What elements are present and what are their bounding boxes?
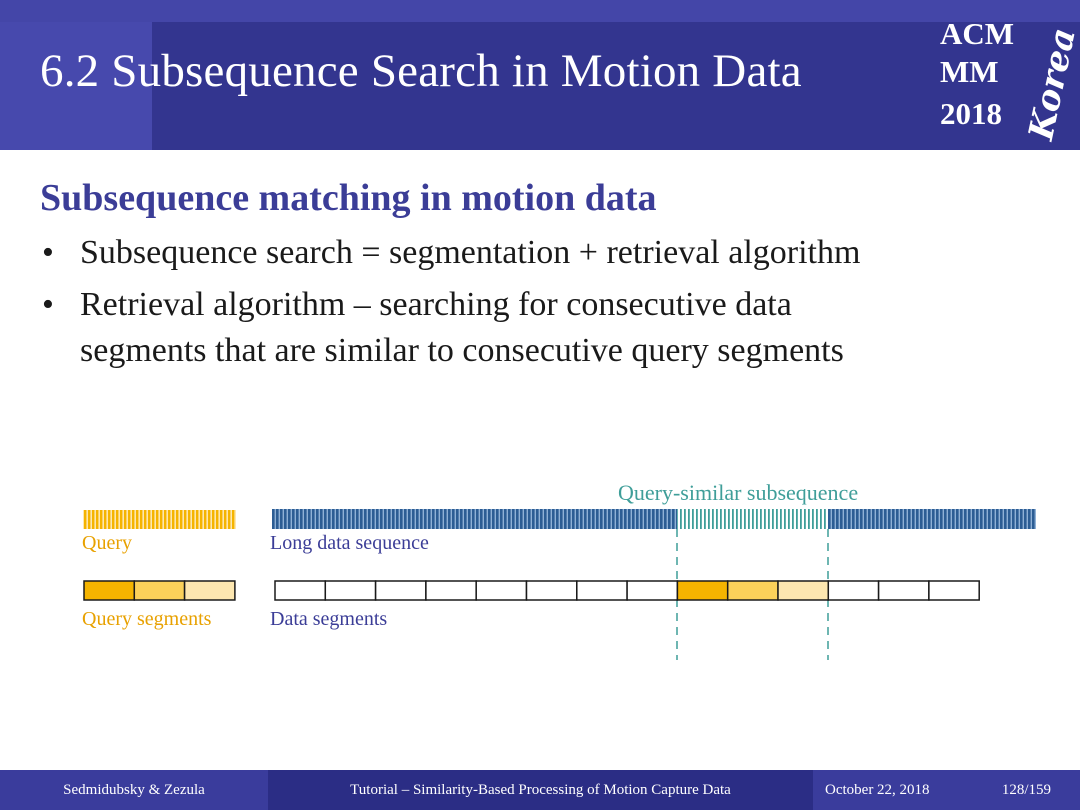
footer-date: October 22, 2018 (825, 782, 930, 798)
query-strip (83, 510, 236, 529)
query-segment (183, 580, 236, 601)
footer-tutorial-title: Tutorial – Similarity-Based Processing o… (268, 770, 813, 810)
logo-mm: MM (940, 54, 999, 89)
header-band-left (0, 22, 152, 150)
query-segment (133, 580, 186, 601)
data-segment (928, 580, 980, 601)
bullet-text-line-2: segments that are similar to consecutive… (80, 332, 844, 369)
header-band-main (152, 22, 1080, 150)
data-segment (626, 580, 679, 601)
data-segment (274, 580, 327, 601)
subsequence-diagram: Query-similar subsequence Query Long dat… (0, 470, 1080, 670)
slide-footer: Sedmidubsky & Zezula Tutorial – Similari… (0, 770, 1080, 810)
data-segment-matched (676, 580, 729, 601)
header-band-top (0, 0, 1080, 22)
data-segment-matched (726, 580, 779, 601)
query-similar-label: Query-similar subsequence (618, 480, 859, 505)
diagram-graphics (83, 509, 1036, 660)
data-segment (475, 580, 528, 601)
query-segments-group (83, 580, 236, 601)
data-segment (525, 580, 578, 601)
data-segments-label: Data segments (270, 608, 388, 630)
footer-right: October 22, 2018 128/159 (813, 770, 1080, 810)
acm-mm-2018-korea-logo: ACM MM 2018 Korea (940, 14, 1080, 143)
data-segment (425, 580, 477, 601)
logo-year: 2018 (940, 96, 1002, 131)
bullet-dot: • (42, 286, 54, 323)
query-segment (83, 580, 136, 601)
bullet-dot: • (42, 234, 54, 271)
logo-acm: ACM (940, 16, 1015, 51)
long-data-strip-right (828, 509, 1036, 529)
query-similar-strip (677, 509, 828, 529)
data-segment-matched (777, 580, 830, 601)
footer-authors: Sedmidubsky & Zezula (0, 770, 268, 810)
data-segment (827, 580, 880, 601)
data-segment (877, 580, 930, 601)
data-segment (576, 580, 628, 601)
slide-header: 6.2 Subsequence Search in Motion Data AC… (0, 0, 1080, 150)
query-label: Query (82, 532, 132, 554)
data-segment (374, 580, 427, 601)
section-heading: Subsequence matching in motion data (40, 177, 657, 219)
long-data-strip-left (272, 509, 677, 529)
query-segments-label: Query segments (82, 608, 212, 630)
long-data-sequence-label: Long data sequence (270, 532, 429, 554)
footer-page-number: 128/159 (1001, 782, 1051, 798)
bullet-text: Subsequence search = segmentation + retr… (80, 234, 861, 271)
bullet-text-line-1: Retrieval algorithm – searching for cons… (80, 286, 792, 323)
data-segments-group (274, 580, 980, 601)
slide-title: 6.2 Subsequence Search in Motion Data (40, 45, 802, 97)
data-segment (324, 580, 377, 601)
